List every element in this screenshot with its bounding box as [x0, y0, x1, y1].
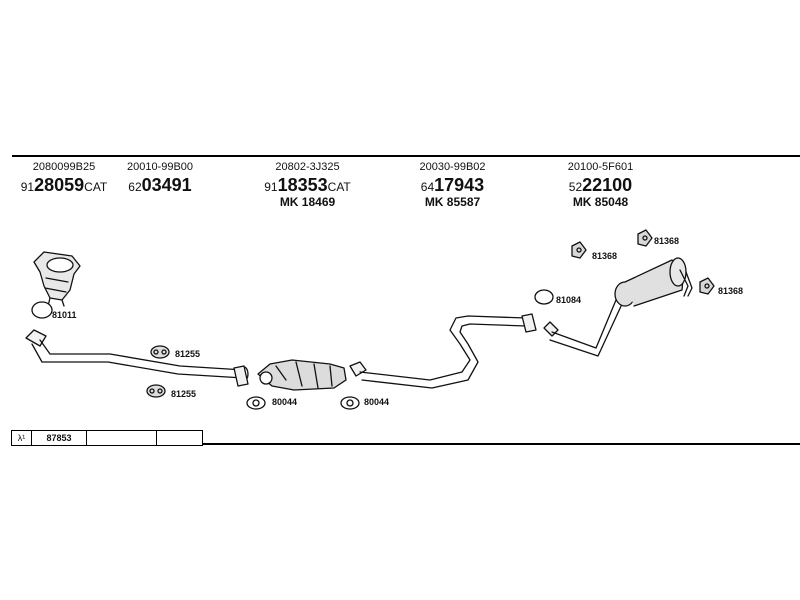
label-81255-b: 81255	[171, 389, 197, 399]
mk-code: MK 18469	[279, 195, 336, 209]
lambda-empty-cell-2	[157, 431, 202, 445]
label-80044-a: 80044	[272, 397, 298, 407]
header-col-3: 20802-3J325 9118353CAT MK 18469	[255, 161, 360, 209]
top-border-line	[12, 155, 800, 157]
label-81255-a: 81255	[175, 349, 201, 359]
mount-81368-c-part	[699, 277, 715, 295]
lambda-symbol-cell: λ¹	[12, 431, 32, 445]
mk-code: MK 85587	[424, 195, 481, 209]
lambda-empty-cell-1	[87, 431, 157, 445]
catalog-code: 9128059CAT	[20, 175, 108, 195]
part-number: 20802-3J325	[275, 161, 340, 173]
rear-muffler-part	[543, 257, 693, 357]
catalog-code: 9118353CAT	[264, 175, 351, 195]
mount-81255-b-part	[146, 384, 166, 398]
mount-81255-a-part	[150, 345, 170, 359]
ring-81084-part	[534, 289, 554, 305]
part-number: 20030-99B02	[419, 161, 486, 173]
front-pipe-part	[25, 329, 249, 387]
part-number: 20010-99B00	[126, 161, 194, 173]
part-number: 2080099B25	[32, 161, 96, 173]
lambda-value-cell: 87853	[32, 431, 87, 445]
gasket-81011-part	[31, 301, 53, 319]
label-81368-b: 81368	[654, 236, 680, 246]
catalog-code: 5222100	[568, 175, 633, 195]
lambda-table: λ¹ 87853	[11, 430, 203, 446]
label-80044-b: 80044	[364, 397, 390, 407]
label-81084: 81084	[556, 295, 582, 305]
gasket-80044-b-part	[340, 396, 360, 410]
mount-81368-b-part	[637, 229, 653, 247]
bottom-border-line	[202, 443, 800, 445]
catalytic-converter-part	[257, 359, 347, 391]
label-81368-c: 81368	[718, 286, 744, 296]
header-col-4: 20030-99B02 6417943 MK 85587	[405, 161, 500, 209]
gasket-80044-a-part	[246, 396, 266, 410]
header-col-2: 20010-99B00 6203491	[115, 161, 205, 195]
mk-code: MK 85048	[572, 195, 629, 209]
intermediate-pipe-part	[349, 313, 537, 389]
label-81368-a: 81368	[592, 251, 618, 261]
catalog-code: 6417943	[420, 175, 485, 195]
mount-81368-a-part	[571, 241, 587, 259]
header-col-1: 2080099B25 9128059CAT	[14, 161, 114, 195]
label-81011: 81011	[52, 310, 77, 320]
catalytic-manifold-part	[33, 251, 81, 307]
header-col-5: 20100-5F601 5222100 MK 85048	[553, 161, 648, 209]
catalog-code: 6203491	[128, 175, 192, 195]
part-number: 20100-5F601	[567, 161, 634, 173]
